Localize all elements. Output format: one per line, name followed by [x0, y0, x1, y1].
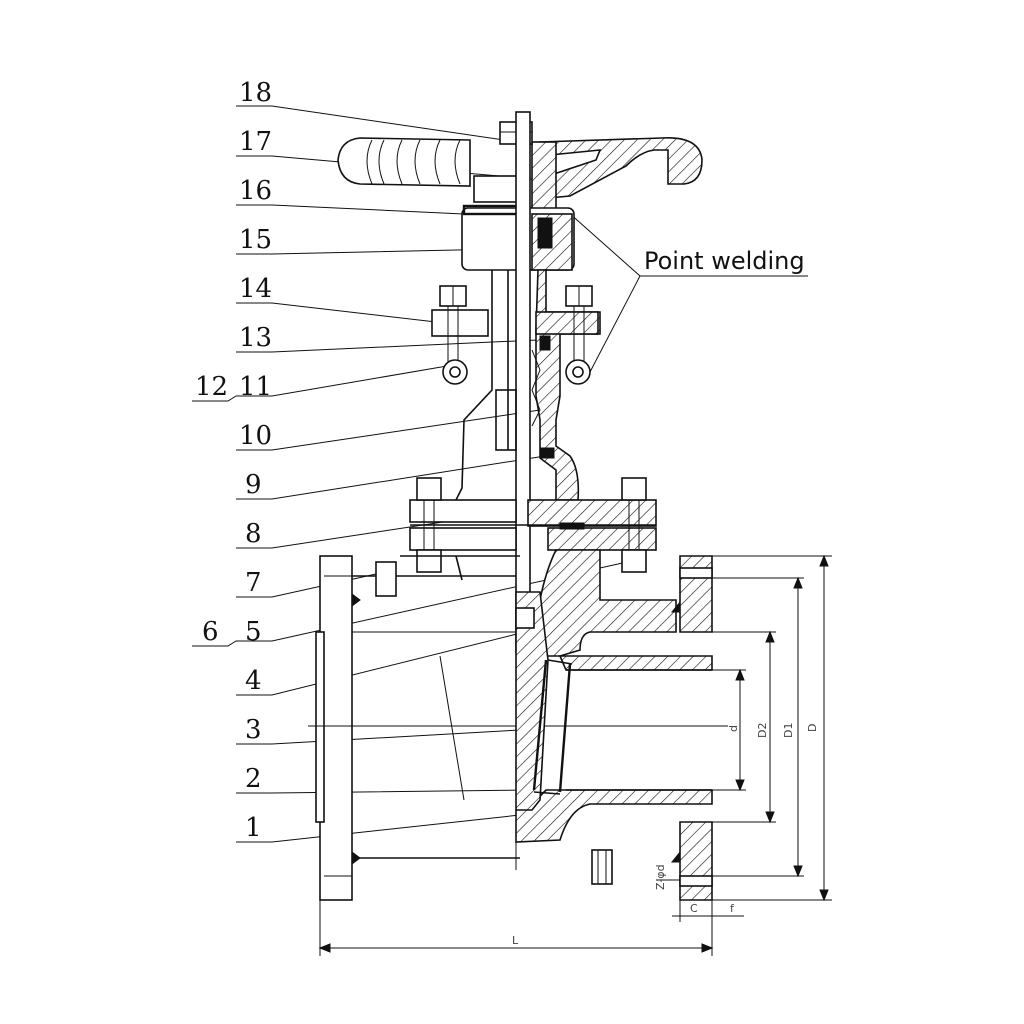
part-number-17: 17: [239, 127, 272, 157]
part-number-3: 3: [245, 715, 262, 745]
point-welding-callout: Point welding: [644, 247, 805, 275]
part-number-6: 6: [202, 617, 219, 647]
part-number-15: 15: [239, 225, 272, 255]
dimension-lines: [318, 554, 832, 956]
yoke: [431, 269, 601, 501]
dim-label-L: L: [512, 934, 519, 947]
part-number-5: 5: [245, 617, 262, 647]
part-number-10: 10: [239, 421, 272, 451]
dim-label-D: D: [806, 724, 819, 732]
dim-label-d: d: [727, 725, 740, 732]
part-number-13: 13: [239, 323, 272, 353]
bonnet-flange: [400, 477, 657, 581]
dim-label-D1: D1: [782, 723, 795, 738]
part-number-1: 1: [245, 813, 262, 843]
part-number-8: 8: [245, 519, 262, 549]
part-number-labels: 18 17 16 15 14 13 12 11 10 9 8 7 6 5 4 3…: [195, 78, 805, 843]
dim-label-C: C: [690, 902, 698, 915]
part-number-12: 12: [195, 372, 228, 402]
leader-lines: [192, 105, 808, 843]
part-number-16: 16: [239, 176, 272, 206]
dim-label-D2: D2: [756, 723, 769, 738]
part-number-7: 7: [245, 568, 262, 598]
valve-body: [308, 549, 728, 901]
gate-wedge: [515, 591, 573, 811]
part-number-9: 9: [245, 470, 262, 500]
dim-label-bolt-holes: Z-φd: [654, 864, 667, 890]
dim-label-f: f: [730, 902, 735, 915]
part-number-18: 18: [239, 78, 272, 108]
part-number-11: 11: [239, 372, 272, 402]
part-number-2: 2: [245, 764, 262, 794]
part-number-14: 14: [239, 274, 272, 304]
dimension-labels: D D1 D2 d L C f Z-φd: [512, 723, 819, 947]
part-number-4: 4: [245, 666, 262, 696]
